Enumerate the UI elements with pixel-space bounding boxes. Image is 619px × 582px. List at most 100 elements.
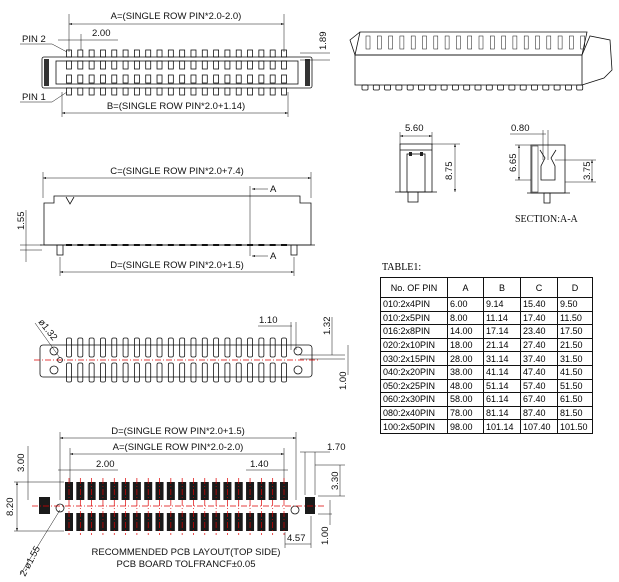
pin bbox=[122, 87, 129, 96]
pin bbox=[213, 60, 220, 70]
pin bbox=[156, 362, 163, 383]
pin bbox=[258, 74, 265, 84]
pin-tail bbox=[258, 244, 265, 246]
front-view: 5.60 8.75 bbox=[395, 123, 460, 203]
pin bbox=[213, 74, 220, 84]
pin-tail bbox=[111, 244, 118, 246]
pin bbox=[111, 362, 118, 383]
pin bbox=[281, 362, 287, 383]
pin bbox=[167, 337, 174, 358]
table-cell: 17.40 bbox=[520, 310, 558, 326]
table-header-cell: C bbox=[520, 277, 558, 298]
pin-tail bbox=[576, 84, 584, 91]
pin-tail bbox=[463, 84, 471, 91]
pin bbox=[377, 35, 382, 50]
dim-3-label: 1.00 bbox=[338, 372, 349, 391]
side-view: C=(SINGLE ROW PIN*2.0+7.4) A A 1.55 D=(S… bbox=[16, 166, 315, 276]
table-cell: 080:2x40PIN bbox=[380, 405, 448, 421]
pad-width-label: 1.40 bbox=[250, 459, 269, 470]
pin bbox=[77, 362, 84, 383]
table-header-cell: D bbox=[557, 277, 593, 298]
pin bbox=[269, 49, 276, 58]
pin bbox=[235, 337, 242, 358]
pin bbox=[269, 362, 276, 383]
pin bbox=[281, 87, 287, 96]
pin bbox=[156, 87, 163, 96]
table-cell: 27.40 bbox=[520, 337, 558, 353]
pin bbox=[388, 35, 393, 50]
pin bbox=[258, 60, 265, 70]
pin bbox=[235, 362, 242, 383]
pin bbox=[258, 87, 265, 96]
pin bbox=[201, 49, 208, 58]
table-cell: 101.50 bbox=[557, 419, 593, 434]
pin bbox=[167, 60, 174, 70]
pin bbox=[224, 362, 231, 383]
pin bbox=[247, 87, 253, 96]
pin bbox=[224, 49, 231, 58]
table-cell: 9.50 bbox=[557, 297, 593, 312]
pcb-layout: D=(SINGLE ROW PIN*2.0+1.5) A=(SINGLE ROW… bbox=[5, 426, 346, 578]
section-mark-bottom: A bbox=[270, 251, 277, 262]
pin bbox=[190, 362, 197, 383]
pin-tail bbox=[213, 244, 220, 246]
pin bbox=[224, 337, 231, 358]
pin bbox=[133, 60, 140, 70]
pin bbox=[201, 60, 208, 70]
dim-a-label: A=(SINGLE ROW PIN*2.0-2.0) bbox=[111, 11, 242, 22]
pin bbox=[145, 60, 152, 70]
pin bbox=[247, 74, 253, 84]
pin-tail bbox=[474, 84, 482, 91]
pin bbox=[133, 49, 140, 58]
pin bbox=[145, 87, 152, 96]
pin-tail bbox=[88, 244, 95, 246]
table-title: TABLE1: bbox=[382, 262, 422, 273]
dim-100-label: 1.00 bbox=[320, 527, 331, 546]
pin bbox=[167, 362, 174, 383]
pin bbox=[269, 87, 276, 96]
pin bbox=[269, 74, 276, 84]
table-cell: 58.00 bbox=[447, 392, 484, 407]
pin bbox=[133, 362, 140, 383]
table-cell: 6.00 bbox=[447, 297, 484, 312]
pin bbox=[235, 49, 242, 58]
table-header-cell: B bbox=[483, 277, 521, 298]
pin bbox=[224, 87, 231, 96]
pin bbox=[535, 35, 540, 50]
table-cell: 17.14 bbox=[483, 324, 521, 339]
table-cell: 81.50 bbox=[557, 405, 593, 421]
table-cell: 51.50 bbox=[557, 378, 593, 394]
table-cell: 030:2x15PIN bbox=[380, 351, 448, 366]
pin-tail bbox=[440, 84, 448, 91]
pin bbox=[100, 337, 106, 358]
pin-tail bbox=[485, 84, 493, 91]
pin bbox=[77, 74, 84, 84]
pin bbox=[77, 337, 84, 358]
table-cell: 9.14 bbox=[483, 297, 521, 312]
pin bbox=[122, 49, 129, 58]
pin bbox=[281, 49, 287, 58]
dim-d-label: D=(SINGLE ROW PIN*2.0+1.5) bbox=[111, 426, 245, 437]
pin bbox=[88, 49, 95, 58]
pin bbox=[100, 362, 106, 383]
pin bbox=[156, 74, 163, 84]
dim-2-label: 1.32 bbox=[322, 317, 333, 336]
dim-457-label: 4.57 bbox=[287, 533, 306, 544]
height2-label: 3.75 bbox=[582, 162, 593, 181]
table-cell: 87.40 bbox=[520, 405, 558, 421]
pin bbox=[444, 35, 450, 50]
pin bbox=[235, 87, 242, 96]
pin-tail bbox=[77, 244, 84, 246]
table-cell: 41.14 bbox=[483, 364, 521, 380]
pin bbox=[190, 87, 197, 96]
pin bbox=[201, 362, 208, 383]
table-cell: 67.40 bbox=[520, 392, 558, 407]
dim-330-label: 3.30 bbox=[330, 472, 341, 491]
table-cell: 81.14 bbox=[483, 405, 521, 421]
table-cell: 78.00 bbox=[447, 405, 484, 421]
pin bbox=[410, 35, 416, 50]
pin bbox=[156, 60, 163, 70]
